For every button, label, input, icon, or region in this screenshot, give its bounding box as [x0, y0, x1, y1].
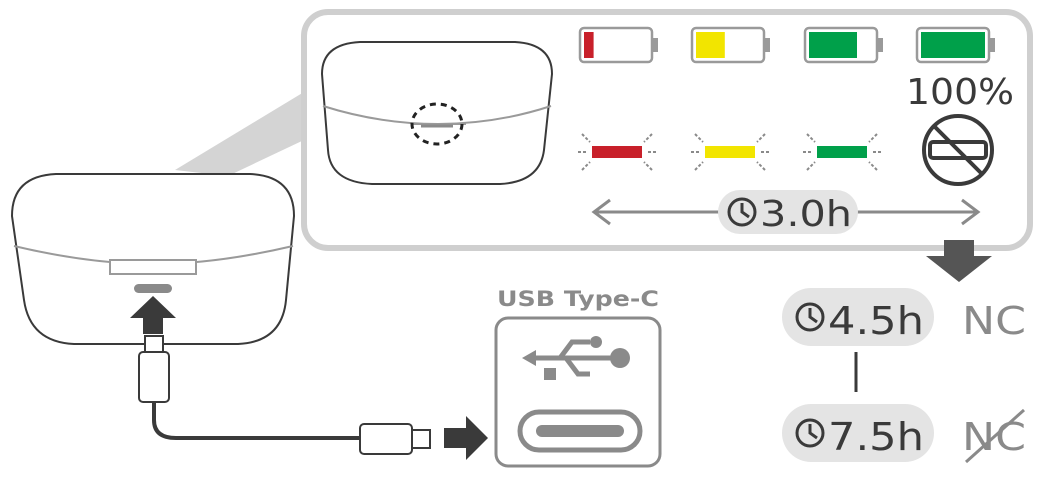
usb-port [134, 284, 172, 293]
nc-strike [964, 408, 1026, 464]
battery-fill [809, 32, 857, 58]
battery-levels [578, 26, 995, 64]
mode-nc-off-duration: 7.5h [828, 415, 924, 459]
led-indicators [578, 133, 881, 171]
battery-fill [921, 32, 985, 58]
battery-icon [915, 26, 995, 64]
battery-icon [690, 26, 770, 64]
charging-case [10, 173, 296, 345]
charge-duration-pill: 3.0h [718, 190, 858, 235]
led-flash [691, 133, 769, 171]
clock-icon [727, 197, 757, 227]
led-off-icon [922, 114, 994, 186]
clock-icon [795, 302, 825, 332]
full-charge-label: 100% [906, 72, 1014, 113]
battery-fill [696, 32, 725, 58]
indicator-led-highlight [410, 102, 464, 146]
usb-type-c-card [494, 316, 662, 468]
battery-fill [584, 32, 594, 58]
usb-icon [522, 336, 630, 380]
battery-icon [578, 26, 658, 64]
case-closeup [320, 41, 554, 185]
connector-title: USB Type-C [497, 287, 659, 311]
mode-nc-off: 7.5h NC [782, 404, 1026, 464]
plug-in-arrow-right [444, 416, 488, 460]
charge-duration-text: 3.0h [760, 194, 852, 235]
mode-nc-on-label: NC [962, 299, 1026, 343]
type-c-port-icon [517, 409, 643, 453]
mode-nc-on: 4.5h NC [782, 288, 1026, 346]
plug-in-arrow-up [130, 296, 176, 334]
mode-nc-on-duration: 4.5h [828, 299, 924, 343]
led-flash [803, 133, 881, 171]
battery-icon [803, 26, 883, 64]
down-arrow [926, 240, 992, 282]
led-flash [578, 133, 656, 171]
usb-cable [138, 335, 431, 455]
clock-icon [795, 418, 825, 448]
